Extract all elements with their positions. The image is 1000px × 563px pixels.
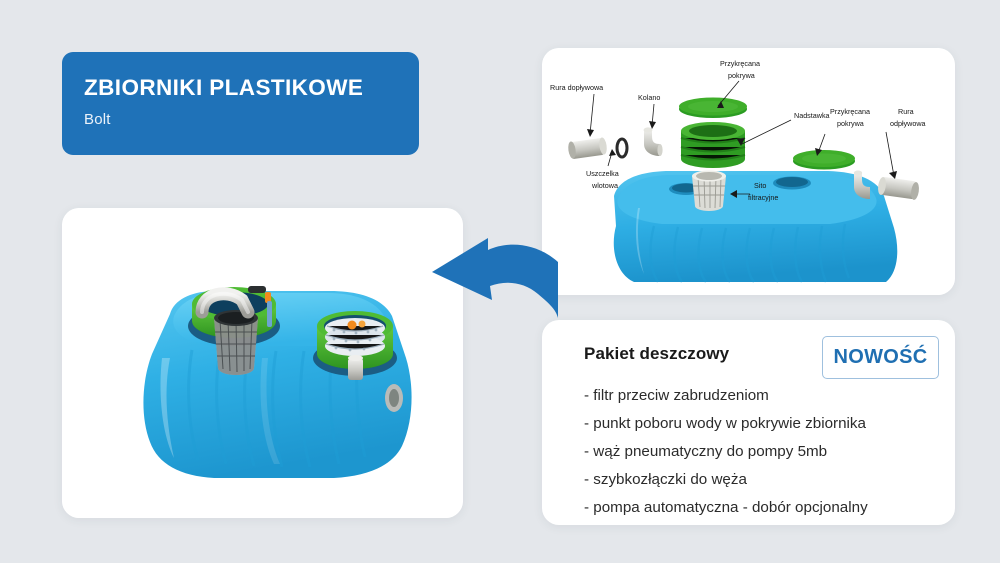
list-item: - punkt poboru wody w pokrywie zbiornika <box>584 415 866 432</box>
list-item: - pompa automatyczna - dobór opcjonalny <box>584 499 868 516</box>
inlet-seal-part <box>615 137 629 159</box>
diagram-label-uszczelka-line2: wlotowa <box>591 181 618 190</box>
left-arrow-icon <box>432 238 558 318</box>
list-item: - filtr przeciw zabrudzeniom <box>584 387 769 404</box>
diagram-label-sito-line2: filtracyjne <box>748 193 778 202</box>
diagram-label-nadstawka: Nadstawka <box>794 111 830 120</box>
page-subtitle: Bolt <box>84 110 111 128</box>
product-photo-card <box>62 208 463 518</box>
screw-cover-2-part <box>793 150 855 170</box>
outlet-pipe-part <box>878 176 919 200</box>
diagram-label-cover2-line1: Przykręcana <box>830 107 870 116</box>
page-title: ZBIORNIKI PLASTIKOWE <box>84 75 364 100</box>
diagram-label-rura-odplywowa-line1: Rura <box>898 107 914 116</box>
elbow-part <box>643 127 663 156</box>
list-item: - wąż pneumatyczny do pompy 5mb <box>584 443 828 460</box>
status-badge: NOWOŚĆ <box>822 336 939 379</box>
diagram-label-cover1-line1: Przykręcana <box>720 59 760 68</box>
diagram-label-rura-doplywowa: Rura dopływowa <box>550 83 603 92</box>
diagram-label-cover2-line2: pokrywa <box>837 119 864 128</box>
outlet-elbow-part <box>853 170 870 199</box>
diagram-label-uszczelka-line1: Uszczelka <box>586 169 619 178</box>
technical-diagram-card: Rura dopływowa Kolano Przykręcana pokryw… <box>542 48 955 295</box>
diagram-label-sito-line1: Sito <box>754 181 766 190</box>
package-info-card: Pakiet deszczowy NOWOŚĆ - filtr przeciw … <box>542 320 955 525</box>
screw-cover-1-part <box>679 97 747 118</box>
pointer-arrow <box>418 238 558 330</box>
product-photo-illustration <box>62 208 463 518</box>
package-heading: Pakiet deszczowy <box>584 344 730 363</box>
diagram-label-kolano: Kolano <box>638 93 660 102</box>
title-banner: ZBIORNIKI PLASTIKOWE Bolt <box>62 52 419 155</box>
diagram-label-rura-odplywowa-line2: odpływowa <box>890 119 926 128</box>
riser-part <box>680 122 746 168</box>
filter-sieve-part <box>692 170 726 211</box>
package-feature-list: - filtr przeciw zabrudzeniom - punkt pob… <box>584 382 939 522</box>
diagram-label-cover1-line2: pokrywa <box>728 71 755 80</box>
exploded-diagram-illustration: Rura dopływowa Kolano Przykręcana pokryw… <box>542 48 955 295</box>
list-item: - szybkozłączki do węża <box>584 471 747 488</box>
inlet-pipe-part <box>568 137 607 159</box>
